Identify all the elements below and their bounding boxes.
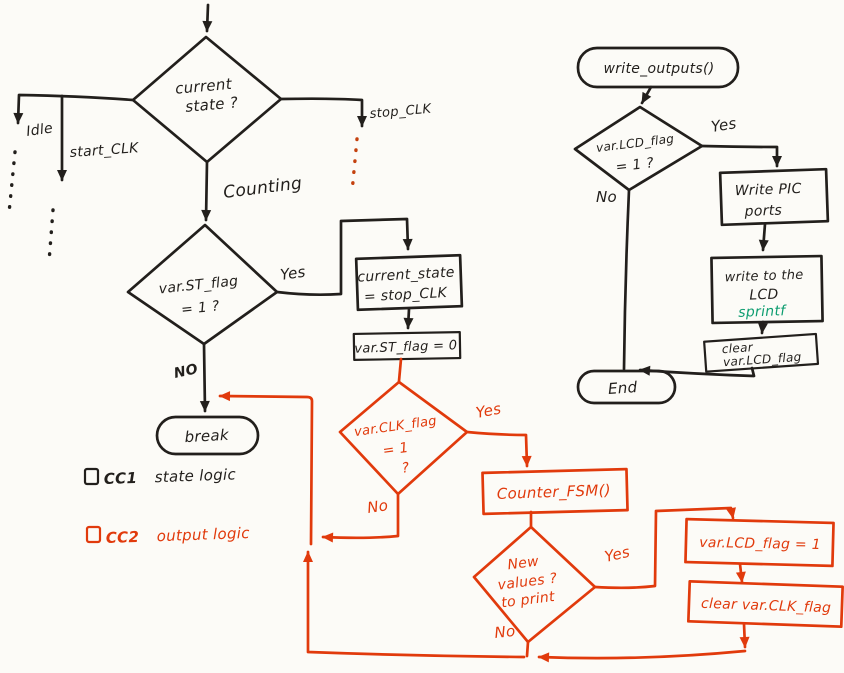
clearclk-down-arrow <box>739 622 750 649</box>
current-state-decision-label: current state ? <box>174 74 239 116</box>
lcd-yes-label: Yes <box>710 114 738 136</box>
break-terminal <box>155 415 260 456</box>
write-outputs-flow: write_outputs() var.LCD_flag = 1 ? Yes N… <box>573 46 830 405</box>
stflag-to-clk-connector <box>397 357 403 383</box>
end-terminal <box>576 369 677 405</box>
counter-fsm-box <box>481 467 629 516</box>
stop-clk-label: stop_CLK <box>369 102 433 122</box>
write-outputs-entry-arrow <box>640 85 653 105</box>
idle-branch-line <box>13 93 135 125</box>
write-lcd-box <box>710 254 824 325</box>
st-yes-label: Yes <box>279 263 307 284</box>
st-no-label: NO <box>173 361 200 382</box>
start-clk-label: start_CLK <box>69 140 141 161</box>
sprintf-note: sprintf <box>738 303 788 321</box>
write-pic-box <box>718 167 830 227</box>
idle-label: Idle <box>25 120 54 140</box>
legend-cc1-swatch <box>83 467 100 486</box>
end-terminal-label: End <box>607 378 638 398</box>
clear-lcd-flag-box <box>703 332 820 373</box>
lcd-no-label: No <box>596 188 617 206</box>
break-terminal-label: break <box>184 426 230 446</box>
current-state-box <box>354 253 464 312</box>
start-clk-dots <box>47 208 55 264</box>
lcd-to-clear-arrow <box>757 320 768 335</box>
newvalues-no-path <box>525 640 530 658</box>
st-flag-zero-box <box>352 330 462 362</box>
clk-flag-decision-label: var.CLK_flag = 1 ? <box>353 413 448 483</box>
st-yes-path <box>275 217 413 297</box>
write-lcd-box-label: write to the LCD <box>724 268 809 305</box>
counting-arrow <box>201 160 212 222</box>
stop-clk-branch-line <box>279 97 367 128</box>
current-state-box-label: current_state = stop_CLK <box>357 264 461 305</box>
clear-clk-flag-box <box>686 580 844 629</box>
write-outputs-terminal <box>576 46 740 89</box>
clk-no-label: No <box>366 496 389 517</box>
feedback-bottom-right <box>537 649 747 663</box>
lcd-flag-decision-label: var.LCD_flag = 1 ? <box>595 131 682 178</box>
state-logic-flow: current state ? Idle start_CLK stop_CLK … <box>7 3 464 456</box>
legend: CC1 state logic CC2 output logic <box>83 465 251 547</box>
pic-to-lcd-arrow <box>758 222 769 252</box>
newvalues-yes-path <box>593 506 736 590</box>
write-outputs-terminal-label: write_outputs() <box>603 61 714 77</box>
st-flag-decision-label: var.ST_flag = 1 ? <box>158 273 246 321</box>
legend-cc2-label: CC2 output logic <box>106 524 251 547</box>
st-no-arrow <box>199 342 210 413</box>
output-logic-flow: var.CLK_flag = 1 ? Yes No Counter_FSM() … <box>218 357 844 663</box>
set-lcd-flag-box-label: var.LCD_flag = 1 <box>699 535 821 553</box>
counting-label: Counting <box>222 173 303 203</box>
clear-clk-flag-box-label: clear var.CLK_flag <box>701 596 832 617</box>
entry-arrow <box>202 3 213 33</box>
lcd-no-path <box>622 188 631 371</box>
clk-yes-path <box>465 430 532 468</box>
newvalues-yes-label: Yes <box>603 543 632 566</box>
st-flag-zero-box-label: var.ST_flag = 0 <box>354 338 457 357</box>
legend-cc1-label: CC1 state logic <box>104 465 237 488</box>
stop-clk-dots <box>350 137 359 194</box>
idle-dots <box>7 150 17 215</box>
set-lcd-flag-box <box>684 517 835 568</box>
feedback-bottom-left <box>303 550 526 659</box>
counter-fsm-box-label: Counter_FSM() <box>496 481 611 504</box>
clk-yes-label: Yes <box>474 399 502 422</box>
legend-cc2-swatch <box>85 525 102 544</box>
write-pic-box-label: Write PIC ports <box>735 181 808 220</box>
newvalues-no-label: No <box>494 622 517 642</box>
feedback-left-vertical <box>218 391 314 546</box>
clear-lcd-flag-box-label: clear var.LCD_flag <box>721 337 802 369</box>
setlcd-to-clearclk-arrow <box>735 562 746 584</box>
clk-no-path <box>321 492 400 543</box>
new-values-decision-label: New values ? to print <box>495 551 566 611</box>
lcd-yes-path <box>700 144 782 168</box>
box-connector-arrow <box>403 307 414 330</box>
